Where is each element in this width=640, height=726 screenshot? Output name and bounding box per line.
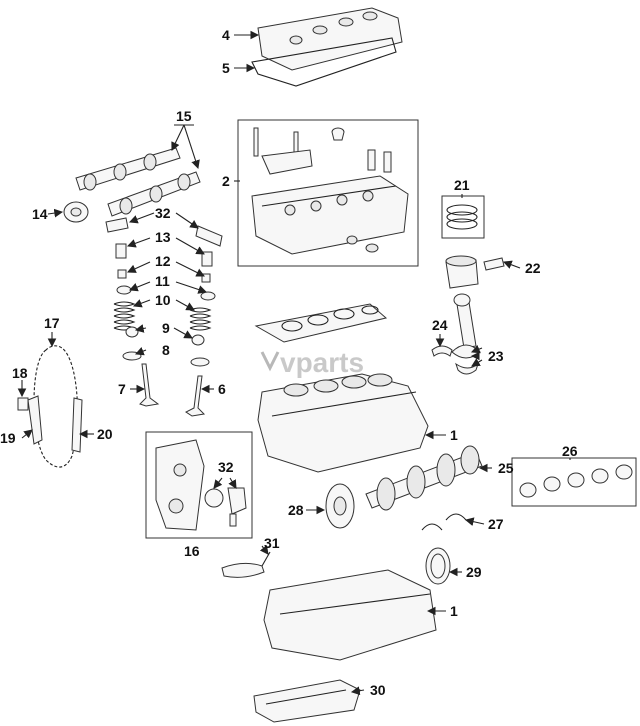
callout-1-block: 1 <box>450 427 458 443</box>
watermark-text: vparts <box>280 347 364 378</box>
callout-12: 12 <box>155 253 171 269</box>
cylinder-head-group-box <box>237 119 419 267</box>
timing-cover[interactable] <box>155 439 205 531</box>
callout-6: 6 <box>218 381 226 397</box>
leader-lines <box>17 30 571 696</box>
crankshaft-pulley[interactable] <box>325 483 355 529</box>
callout-14: 14 <box>32 206 48 222</box>
valve-stem-caps[interactable] <box>117 269 211 283</box>
callout-32-valvetrain: 32 <box>155 205 171 221</box>
callout-25: 25 <box>498 460 514 476</box>
piston[interactable] <box>445 255 479 289</box>
engine-block[interactable] <box>257 373 429 473</box>
valve-cover[interactable] <box>257 7 403 71</box>
connecting-rod[interactable] <box>451 293 481 375</box>
piston-rings[interactable] <box>446 204 478 230</box>
intake-valve[interactable] <box>139 363 160 407</box>
callout-18: 18 <box>12 365 28 381</box>
oil-pickup-tube[interactable] <box>221 551 271 578</box>
callout-26: 26 <box>562 443 578 459</box>
callout-22: 22 <box>525 260 541 276</box>
lower-crankcase[interactable] <box>263 569 437 661</box>
callout-19: 19 <box>0 430 16 446</box>
cylinder-head[interactable] <box>251 127 409 255</box>
lash-adjusters[interactable] <box>115 243 213 267</box>
callout-27: 27 <box>488 516 504 532</box>
thrust-washers[interactable] <box>421 513 467 531</box>
callout-13: 13 <box>155 229 171 245</box>
timing-cover-group-box <box>145 431 253 539</box>
head-gasket[interactable] <box>254 303 388 343</box>
exhaust-valve[interactable] <box>185 375 206 417</box>
camshaft-timing-gear[interactable] <box>63 201 89 223</box>
callout-28: 28 <box>288 502 304 518</box>
callout-17: 17 <box>44 315 60 331</box>
spring-retainers[interactable] <box>116 285 216 301</box>
callout-5: 5 <box>222 60 230 76</box>
spring-seats[interactable] <box>122 351 210 367</box>
callout-29: 29 <box>466 564 482 580</box>
rod-bearings[interactable] <box>431 345 453 357</box>
rocker-arms[interactable] <box>105 217 223 247</box>
chain-tensioner[interactable] <box>17 397 29 411</box>
callout-1-crankcase: 1 <box>450 603 458 619</box>
callout-15: 15 <box>176 108 192 124</box>
callout-16: 16 <box>184 543 200 559</box>
main-bearings[interactable] <box>519 464 633 498</box>
crankshaft[interactable] <box>365 445 483 511</box>
camshafts[interactable] <box>75 147 201 217</box>
callout-2: 2 <box>222 173 230 189</box>
callout-31: 31 <box>264 535 280 551</box>
rear-main-seal[interactable] <box>425 547 451 585</box>
callout-20: 20 <box>97 426 113 442</box>
oil-pan[interactable] <box>253 679 361 723</box>
watermark-logo: vparts <box>260 347 364 378</box>
valve-cover-gasket[interactable] <box>251 37 397 87</box>
callout-23: 23 <box>488 348 504 364</box>
callout-24: 24 <box>432 317 448 333</box>
callout-7: 7 <box>118 381 126 397</box>
piston-rings-box <box>441 195 485 239</box>
callout-9: 9 <box>162 320 170 336</box>
chain-guide-left[interactable] <box>27 395 43 445</box>
callout-8: 8 <box>162 342 170 358</box>
callout-4: 4 <box>222 27 230 43</box>
oil-pump[interactable] <box>204 487 247 527</box>
main-bearings-box <box>511 457 637 507</box>
chain-guide-right[interactable] <box>71 397 83 453</box>
timing-chain[interactable] <box>33 345 79 468</box>
callout-11: 11 <box>155 273 170 289</box>
callout-10: 10 <box>155 292 171 308</box>
callout-21: 21 <box>454 177 470 193</box>
callout-labels: 4 5 2 15 14 32 13 12 11 10 9 8 7 6 17 18… <box>0 27 578 698</box>
callout-32-oil-pump: 32 <box>218 459 234 475</box>
callout-30: 30 <box>370 682 386 698</box>
piston-pin[interactable] <box>483 257 505 271</box>
